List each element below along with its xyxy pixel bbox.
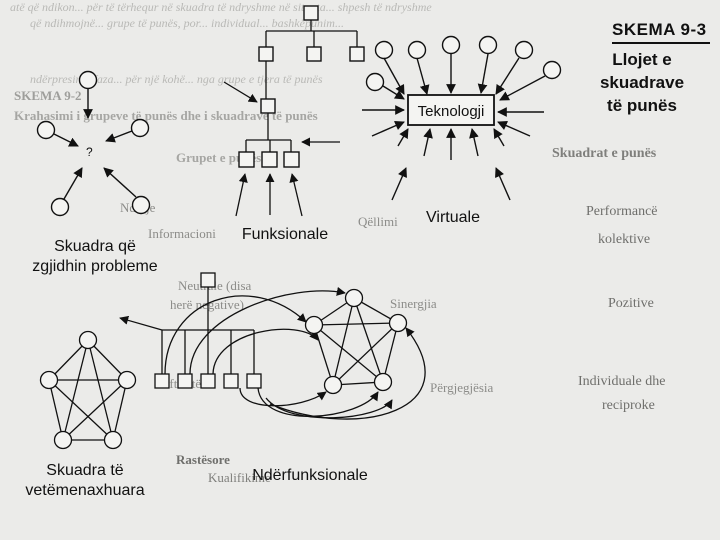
schema-underline — [612, 42, 710, 44]
caption-problem-solving-line2: zgjidhin probleme — [32, 258, 158, 275]
bleed-text-top-1: atë që ndikon... për të tërhequr në skua… — [10, 0, 432, 14]
question-mark: ? — [86, 145, 93, 159]
cross-functional-team-figure — [119, 272, 426, 420]
bleed-text-top-2: që ndihmojnë... grupe të punës, por... i… — [30, 16, 344, 30]
bleed-row-6: reciproke — [602, 398, 655, 413]
bleed-schema-number: SKEMA 9-2 — [14, 88, 82, 103]
caption-functional: Funksionale — [241, 226, 329, 243]
caption-virtual: Virtuale — [426, 209, 480, 226]
caption-self-managed-line2: vetëmenaxhuara — [25, 482, 145, 499]
bleed-mid-2: Qëllimi — [358, 214, 398, 229]
schema-title-line1: Llojet e skuadrave — [599, 50, 685, 92]
bleed-row-4: Pozitive — [608, 296, 654, 311]
schema-title: Llojet e skuadrave të punës — [572, 48, 712, 117]
bleed-mid-1: Informacioni — [148, 226, 216, 241]
functional-team-figure — [238, 5, 365, 168]
caption-self-managed-line1: Skuadra të — [46, 462, 124, 479]
schema-title-line2: të punës — [607, 96, 677, 115]
caption-cross-functional: Ndërfunksionale — [252, 467, 368, 484]
bleed-mid-6: Rastësore — [176, 452, 230, 467]
functional-team-connectors — [223, 20, 358, 217]
self-managed-team-figure — [39, 330, 137, 450]
schema-title-block: SKEMA 9-3 — [612, 20, 710, 44]
problem-solving-team-figure — [36, 70, 151, 217]
virtual-team-figure — [362, 35, 562, 201]
caption-problem-solving: Skuadra që zgjidhin probleme — [20, 237, 170, 277]
technology-box-label: Teknologji — [418, 103, 485, 120]
bleed-row-7: Kualifikime — [208, 470, 271, 485]
schema-number: SKEMA 9-3 — [612, 20, 707, 39]
caption-self-managed: Skuadra të vetëmenaxhuara — [10, 461, 160, 501]
caption-problem-solving-line1: Skuadra që — [54, 238, 136, 255]
bleed-row-5: Individuale dhe — [578, 374, 666, 389]
bleed-col-teams: Skuadrat e punës — [552, 146, 657, 161]
bleed-row-1: kolektive — [598, 232, 651, 247]
bleed-mid-4: Përgjegjësia — [430, 380, 494, 395]
bleed-text-top-3: ndërpresin... faza... për një kohë... ng… — [30, 72, 323, 86]
bleed-row-0: Performancë — [586, 204, 658, 219]
bleed-mid-3: Sinergjia — [390, 296, 437, 311]
